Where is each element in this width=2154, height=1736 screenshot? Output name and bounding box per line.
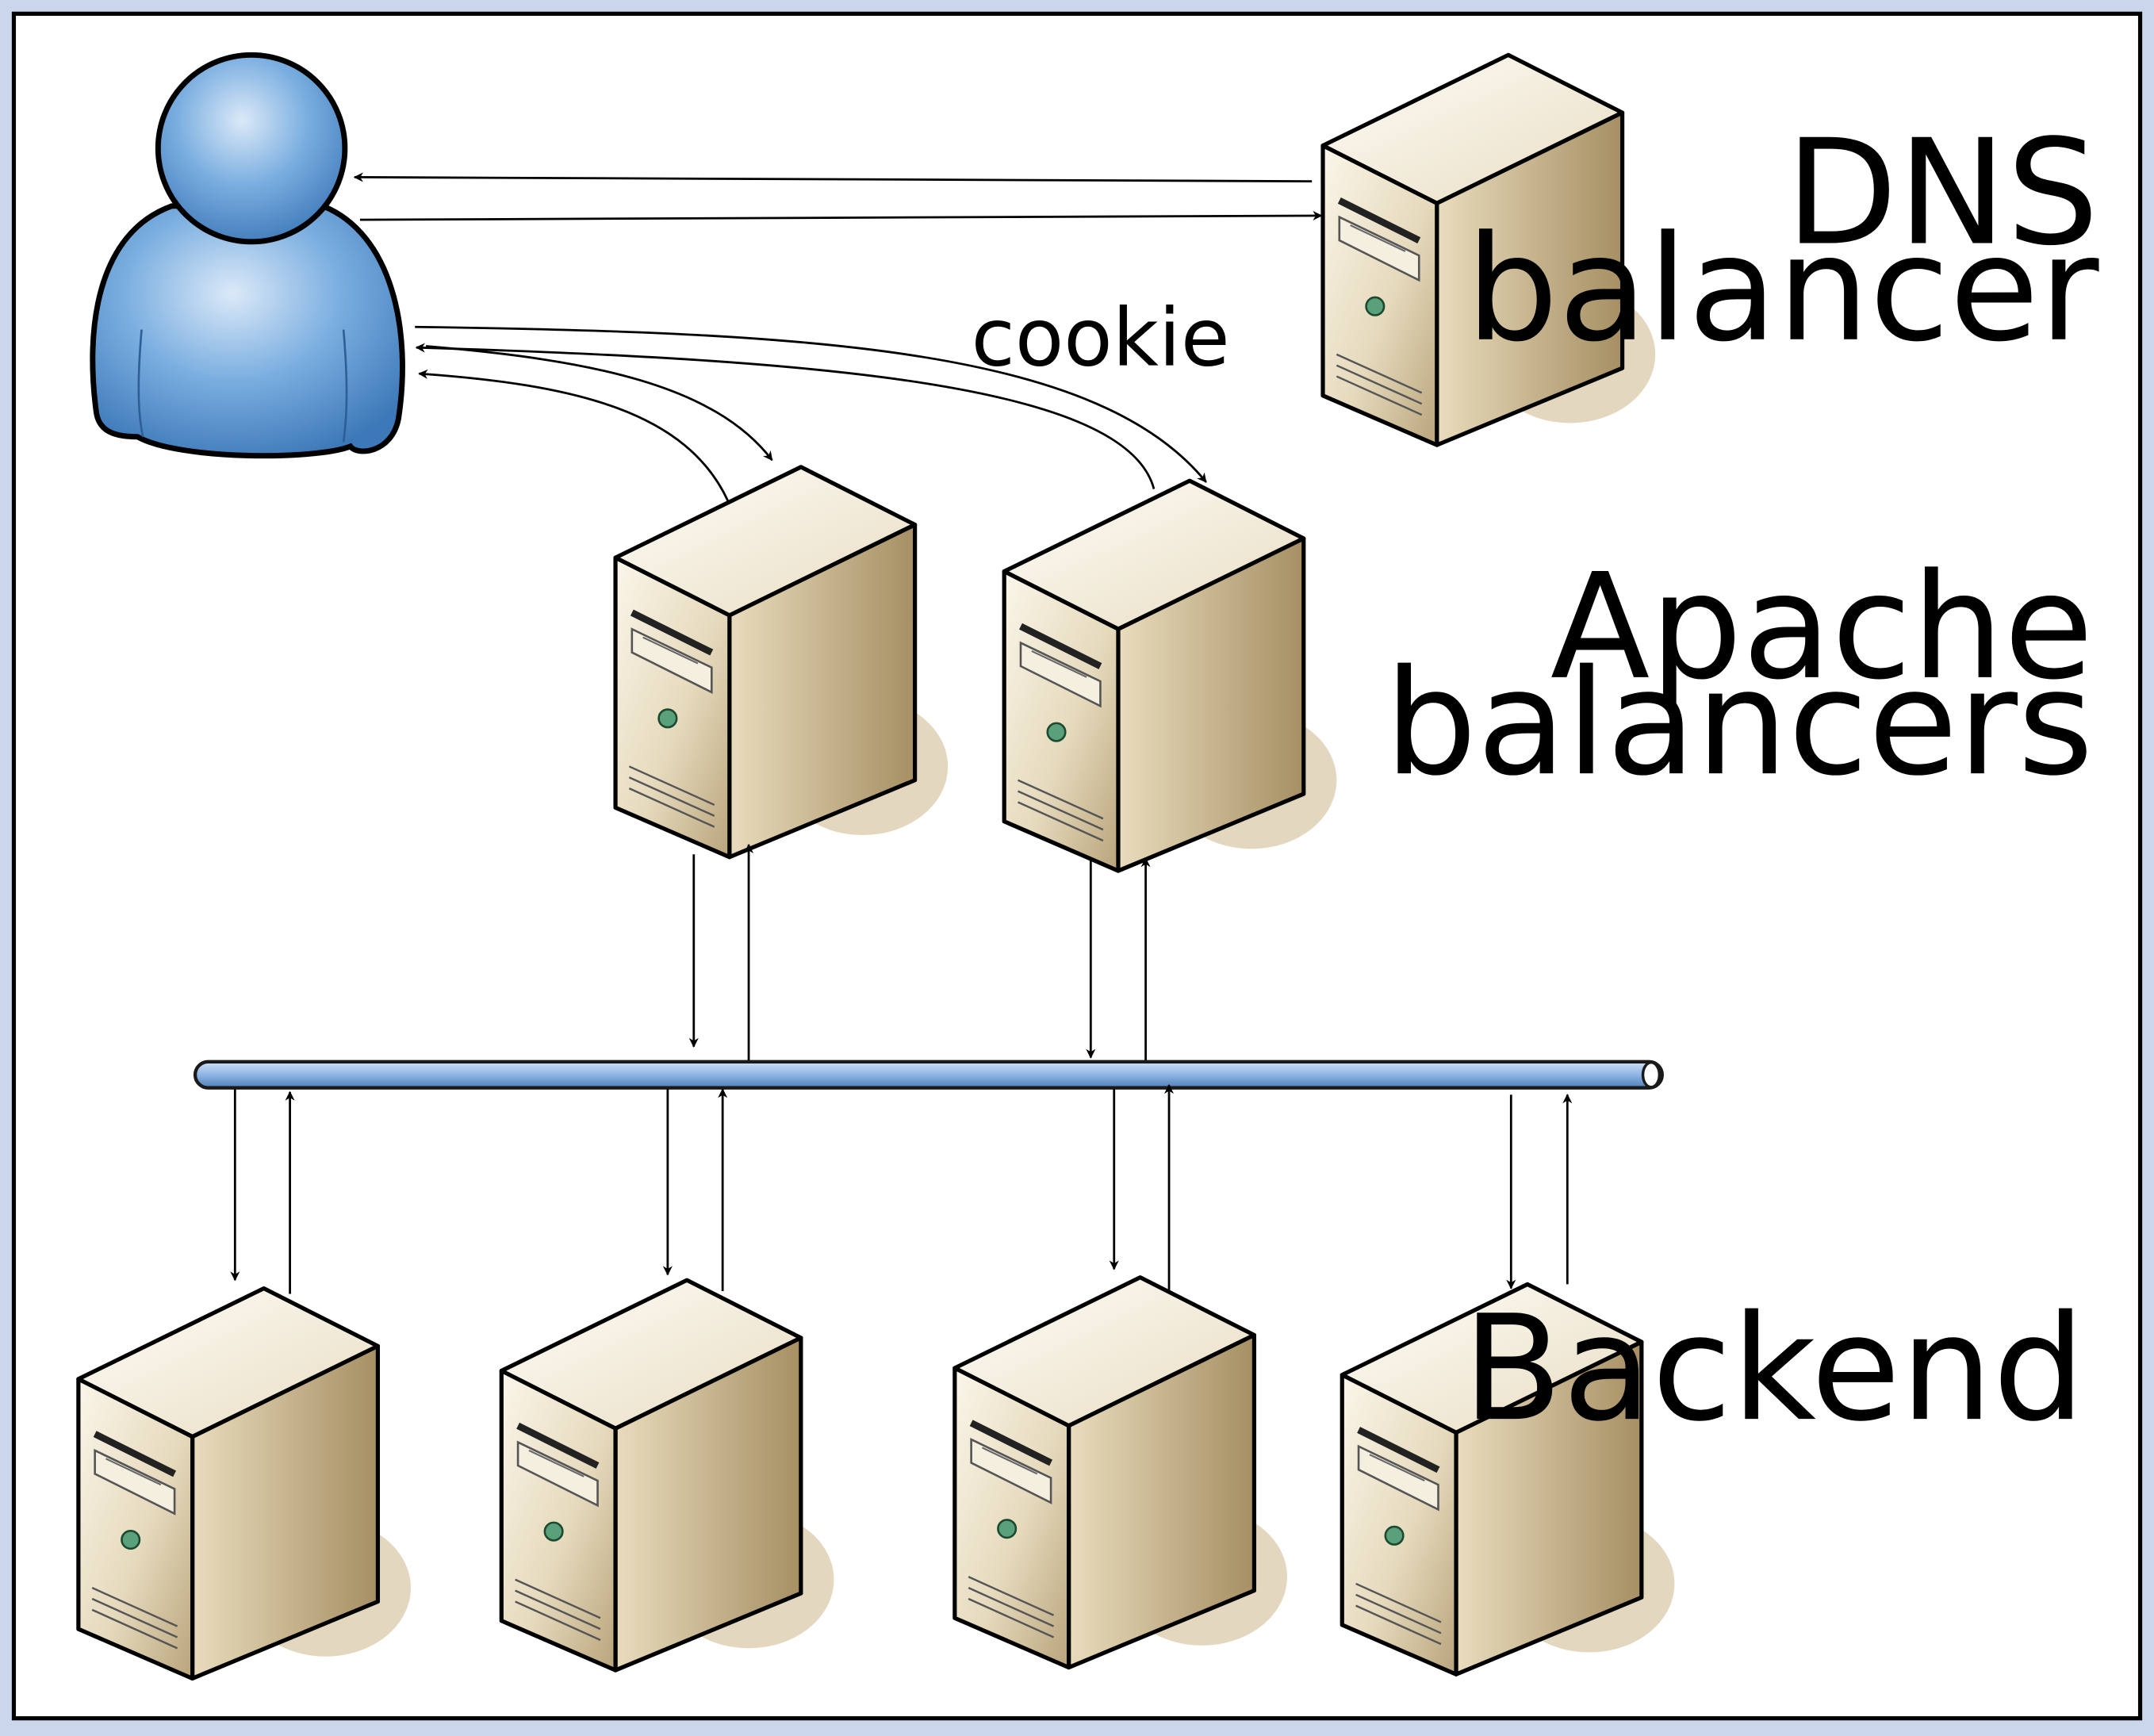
request-to-apache-1-arrow bbox=[425, 345, 773, 462]
apache-label-line1: Apache bbox=[1550, 543, 2094, 712]
apache-connectors bbox=[415, 325, 1207, 502]
apache-label-line2: balancers bbox=[1385, 639, 2094, 808]
backend-label: Backend bbox=[1462, 1285, 2085, 1454]
cookie-label: cookie bbox=[972, 292, 1230, 385]
backend-bus-connectors bbox=[230, 1084, 1573, 1294]
response-from-apache-2-arrow bbox=[415, 343, 1156, 489]
dns-response-arrow bbox=[353, 172, 1313, 183]
dns-label-line2: balancer bbox=[1466, 205, 2099, 374]
dns-label-line1: DNS bbox=[1785, 109, 2098, 278]
dns-connectors bbox=[353, 172, 1323, 221]
cookie-request-arrow bbox=[415, 325, 1207, 483]
network-bus bbox=[193, 1060, 1664, 1090]
response-from-apache-1-arrow bbox=[418, 369, 730, 502]
apache-bus-connectors bbox=[688, 843, 1151, 1066]
user-icon bbox=[90, 52, 405, 459]
dns-request-arrow bbox=[359, 210, 1323, 221]
